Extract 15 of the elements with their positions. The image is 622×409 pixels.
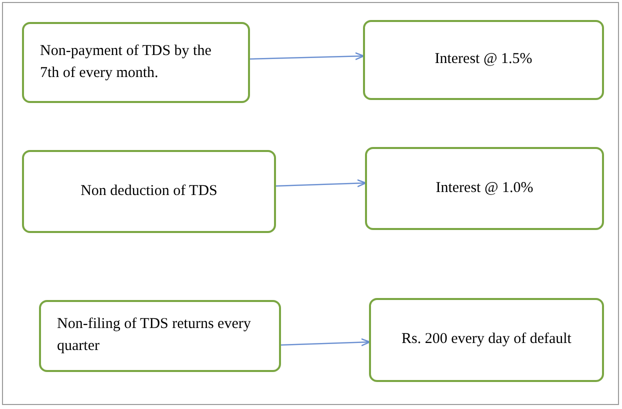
box-text: Non deduction of TDS	[80, 182, 218, 201]
arrow	[276, 179, 366, 188]
box-text: Interest @ 1.5%	[434, 50, 532, 70]
box-text: Rs. 200 every day of default	[402, 330, 572, 350]
process-box	[365, 147, 604, 230]
process-box	[39, 300, 281, 372]
process-box	[363, 20, 604, 100]
process-box	[22, 150, 276, 233]
box-text: Interest @ 1.0%	[436, 178, 534, 198]
box-text: Non-payment of TDS by the 7th of every month.	[40, 42, 212, 82]
box-text: Non-filing of TDS returns every quarter	[57, 315, 252, 356]
arrow	[250, 52, 364, 60]
arrow	[280, 338, 370, 346]
process-box	[369, 298, 604, 382]
process-box	[22, 22, 250, 103]
